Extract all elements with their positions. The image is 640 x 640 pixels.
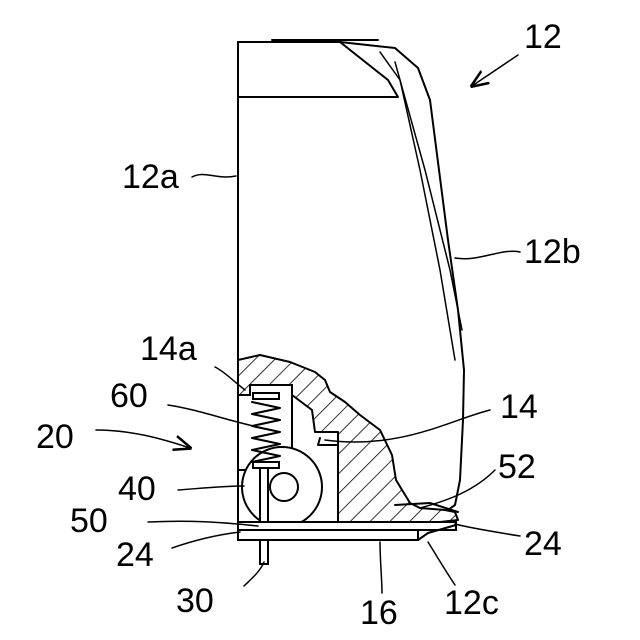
label-24-left: 24: [116, 536, 154, 574]
leader-24-right: [455, 524, 520, 536]
top-edge: [238, 42, 430, 100]
right-face-12b: [430, 100, 464, 512]
label-12b: 12b: [524, 233, 581, 271]
top-bevel: [238, 42, 398, 97]
roller-40: [242, 447, 322, 527]
roller-axle: [270, 473, 298, 501]
label-40: 40: [118, 470, 156, 508]
leader-16: [380, 542, 382, 593]
label-12: 12: [524, 18, 562, 56]
label-14a: 14a: [140, 330, 197, 368]
leader-12c: [428, 542, 455, 585]
leader-12a: [192, 174, 236, 177]
label-50: 50: [70, 502, 108, 540]
label-12c: 12c: [444, 584, 499, 622]
leader-12b: [455, 251, 520, 258]
label-60: 60: [110, 377, 148, 415]
arrow-12: [472, 55, 518, 86]
pin-30: [260, 468, 268, 564]
label-14: 14: [500, 388, 538, 426]
leader-40: [178, 486, 244, 490]
plate-16: [238, 530, 418, 540]
arrow-20: [96, 430, 190, 448]
label-30: 30: [176, 582, 214, 620]
spring-cap-top: [253, 393, 279, 399]
label-52: 52: [498, 448, 536, 486]
leader-24-left: [172, 532, 240, 548]
label-16: 16: [360, 594, 398, 632]
leader-30: [244, 562, 264, 586]
label-24-right: 24: [524, 525, 562, 563]
label-20: 20: [36, 418, 74, 456]
plate-24: [238, 522, 456, 530]
label-12a: 12a: [122, 158, 179, 196]
